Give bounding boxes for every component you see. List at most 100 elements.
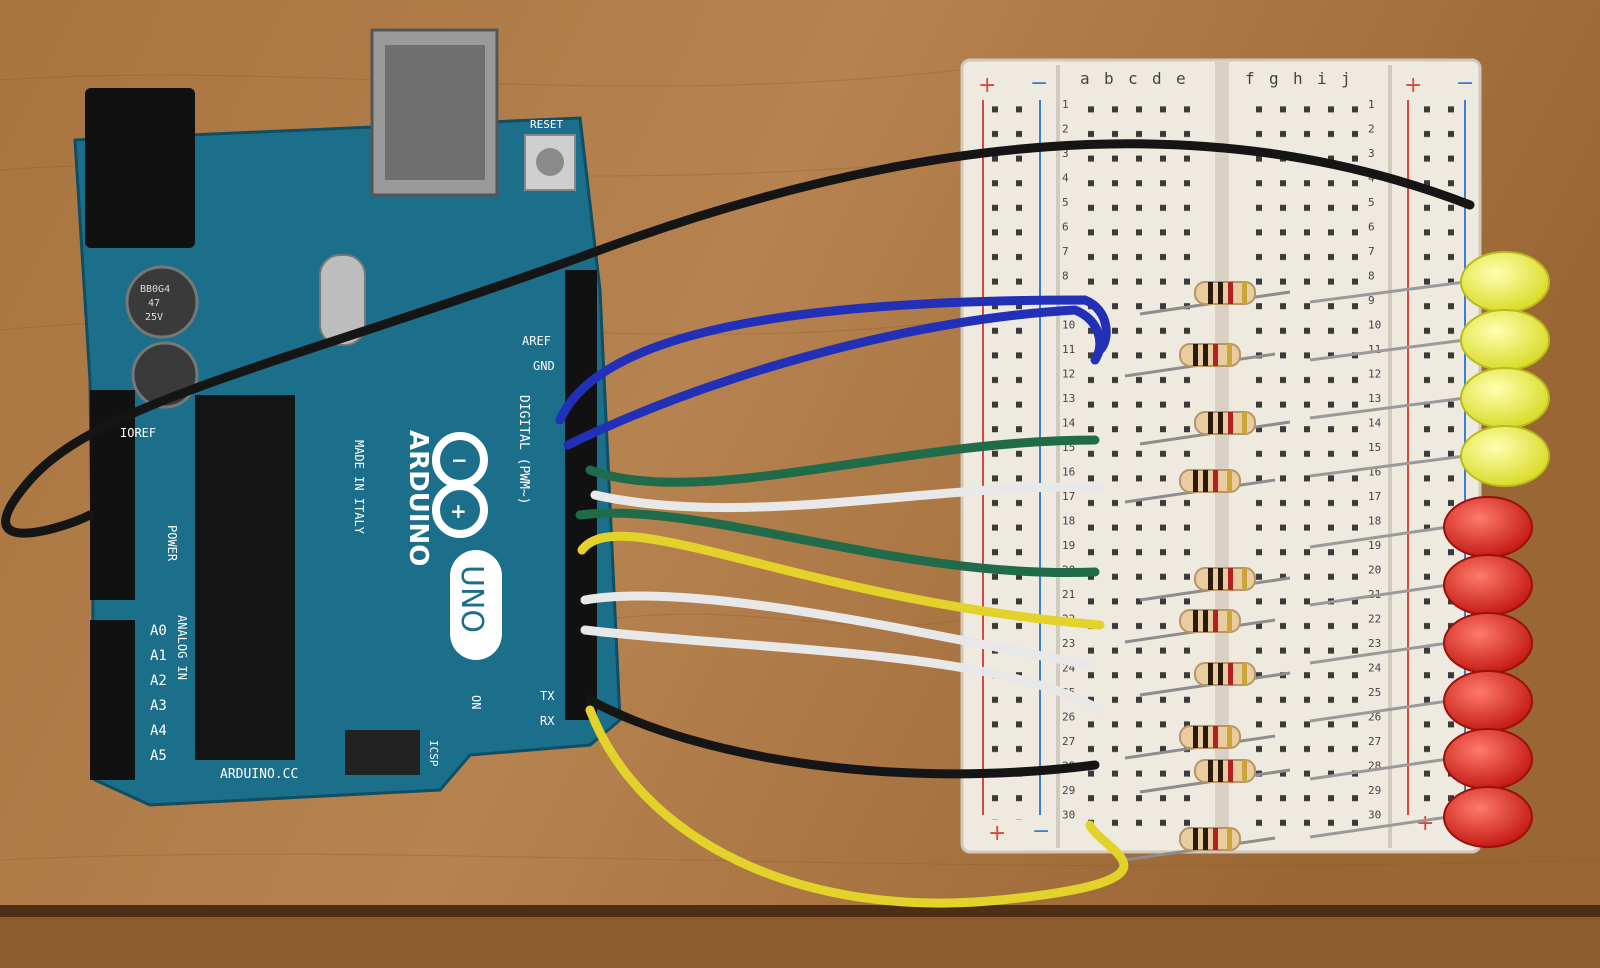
led-red [1443,728,1533,790]
rail-plus-bottom-right: + [1416,811,1434,836]
row-number: 5 [1062,196,1069,209]
rail-minus-top-left: − [1030,71,1048,96]
wire-white [590,482,1105,513]
resistor-band [1228,663,1233,685]
row-number: 7 [1368,245,1375,258]
rail-plus-top-right: + [1404,73,1422,98]
row-number: 1 [1062,98,1069,111]
on-label: ON [469,695,483,709]
table-front [0,917,1600,968]
terminal-holes-right [1240,92,1362,832]
resistor-band [1242,760,1247,782]
led-lead [1309,583,1449,607]
leds [1309,251,1550,848]
resistor-band [1228,760,1233,782]
row-number: 21 [1062,588,1075,601]
resistor-band [1213,470,1218,492]
row-number: 15 [1368,441,1381,454]
resistor-band [1193,344,1198,366]
led-red [1443,612,1533,674]
row-number: 2 [1368,123,1375,136]
row-number: 23 [1368,637,1381,650]
row-number: 20 [1368,564,1381,577]
resistor-band [1203,610,1208,632]
resistor-band [1213,828,1218,850]
ioref-label: IOREF [120,426,156,440]
row-number: 29 [1368,784,1381,797]
analog-label: ANALOG IN [175,615,189,680]
row-number: 17 [1062,490,1075,503]
resistors [1124,281,1291,862]
row-number: 7 [1062,245,1069,258]
column-letter: i [1317,69,1327,88]
wire-blue [563,305,1105,450]
icsp-label: ICSP [427,740,440,767]
row-number: 16 [1062,466,1075,479]
gnd-label: GND [533,359,555,373]
column-letter: h [1293,69,1303,88]
brand-label: ARDUINO [403,430,433,566]
model-label: UNO [454,565,489,633]
row-number: 29 [1062,784,1075,797]
wire-yellow [585,705,1129,908]
row-number: 1 [1368,98,1375,111]
row-number: 5 [1368,196,1375,209]
analog-pin-label: A3 [150,698,167,714]
resistor-band [1227,610,1232,632]
aref-label: AREF [522,334,551,348]
resistor-band [1242,412,1247,434]
row-number: 30 [1062,809,1075,822]
terminal-holes-left [1075,92,1197,832]
resistor-band [1227,828,1232,850]
resistor-band [1228,412,1233,434]
led-lead [1309,396,1466,420]
atmega-chip [195,395,295,760]
led-lead [1309,815,1449,839]
wire-green [585,435,1100,487]
led-red [1443,496,1533,558]
row-number: 22 [1368,613,1381,626]
column-letter: j [1341,69,1351,88]
led-lead [1309,338,1466,362]
row-number: 6 [1062,221,1069,234]
jumper-wires [1,139,1475,908]
row-number: 14 [1368,417,1382,430]
led-lead [1309,699,1449,723]
led-lead [1309,454,1466,478]
crystal [319,254,366,346]
led-yellow [1460,309,1550,371]
column-letter: a [1080,69,1090,88]
resistor-band [1208,282,1213,304]
row-number: 12 [1062,368,1075,381]
row-number: 17 [1368,490,1381,503]
column-letter: c [1128,69,1138,88]
resistor-band [1203,344,1208,366]
row-number: 18 [1062,515,1075,528]
rail-plus-top-left: + [978,73,996,98]
row-number: 3 [1368,147,1375,160]
icsp-header [345,730,420,775]
tx-label: TX [540,689,555,703]
arduino-logo: − + [432,432,488,538]
resistor-band [1193,828,1198,850]
resistor-band [1218,760,1223,782]
row-number: 23 [1062,637,1075,650]
led-lead [1309,280,1466,304]
model-badge [450,550,502,660]
led-yellow [1460,425,1550,487]
capacitor-text: 25V [145,312,163,323]
wire-black-gnd [1,139,1475,538]
led-red [1443,786,1533,848]
row-number: 27 [1368,735,1381,748]
column-letter: b [1104,69,1114,88]
capacitor-text: BB0G4 [140,284,170,295]
resistor-band [1213,344,1218,366]
resistor-band [1208,760,1213,782]
resistor-band [1227,470,1232,492]
row-number: 19 [1368,539,1381,552]
row-number: 4 [1368,172,1375,185]
digital-label: DIGITAL (PWM~) [516,395,531,505]
power-jack [85,88,195,248]
row-number: 12 [1368,368,1381,381]
analog-pin-labels: A0 A1 A2 A3 A4 A5 [150,623,167,764]
